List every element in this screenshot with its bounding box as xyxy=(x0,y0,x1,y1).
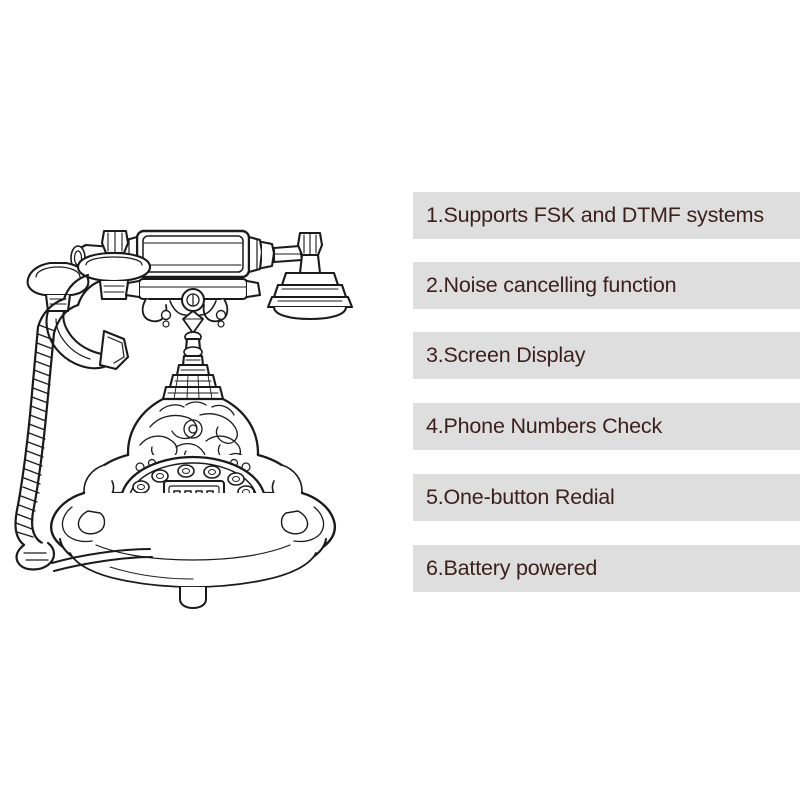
base-foot xyxy=(179,586,207,609)
feature-label-6: 6.Battery powered xyxy=(426,555,598,580)
feature-list: 1.Supports FSK and DTMF systems 2.Noise … xyxy=(413,192,800,592)
feature-item-1: 1.Supports FSK and DTMF systems xyxy=(413,192,800,239)
feature-label-4: 4.Phone Numbers Check xyxy=(426,413,663,438)
feature-item-3: 3.Screen Display xyxy=(413,332,800,379)
feature-item-4: 4.Phone Numbers Check xyxy=(413,403,800,450)
telephone-line-drawing xyxy=(14,229,354,609)
feature-label-3: 3.Screen Display xyxy=(426,342,586,367)
feature-item-5: 5.One-button Redial xyxy=(413,474,800,521)
telephone-illustration xyxy=(0,215,400,635)
feature-label-1: 1.Supports FSK and DTMF systems xyxy=(426,202,764,227)
base-plate xyxy=(49,491,337,588)
feature-item-2: 2.Noise cancelling function xyxy=(413,262,800,309)
right-support-post xyxy=(266,231,354,321)
handset-right-collar xyxy=(247,235,276,274)
handset-right-arm xyxy=(272,244,304,264)
telephone-neck-column xyxy=(161,331,225,401)
coiled-cord xyxy=(14,273,153,572)
cradle-center-bar xyxy=(124,277,262,334)
feature-item-6: 6.Battery powered xyxy=(413,545,800,592)
handset-barrel xyxy=(135,229,251,279)
cradle-left-hook xyxy=(76,229,152,301)
feature-label-2: 2.Noise cancelling function xyxy=(426,272,677,297)
feature-label-5: 5.One-button Redial xyxy=(426,484,615,509)
